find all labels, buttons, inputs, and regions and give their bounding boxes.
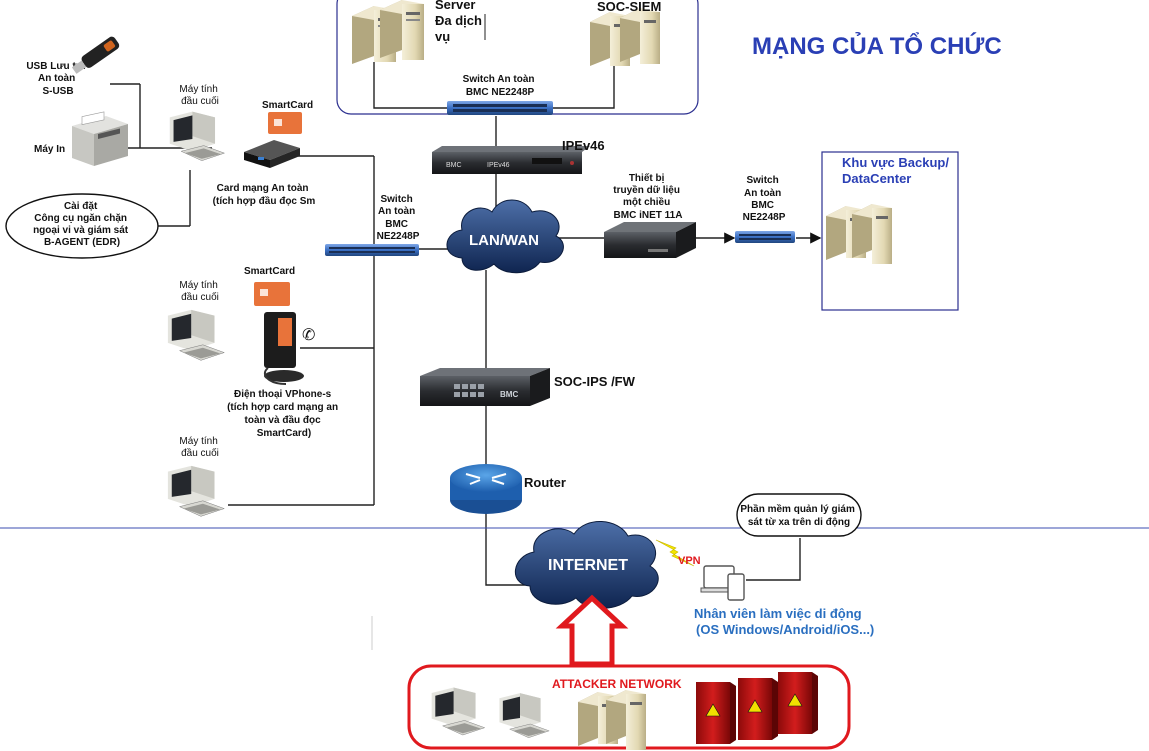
usb-label: USB Lưu trữ An toàn S-USB xyxy=(26,61,89,97)
router-label: Router xyxy=(524,475,566,490)
lanwan-label: LAN/WAN xyxy=(469,232,539,249)
server-icon xyxy=(352,0,424,64)
computer-icon xyxy=(169,111,225,162)
smartcard-icon xyxy=(254,282,290,306)
mobile-bubble-text: Phần mềm quản lý giám sát từ xa trên di … xyxy=(740,503,857,528)
server-label: Server Đa dịch vụ xyxy=(435,0,486,44)
card-reader-icon xyxy=(244,140,300,168)
endpoint1-label: Máy tính đầu cuối xyxy=(179,84,220,107)
printer-icon xyxy=(72,111,128,166)
agent-bubble xyxy=(5,193,159,259)
printer-label: Máy In xyxy=(34,144,65,155)
svg-text:IPEv46: IPEv46 xyxy=(487,162,510,169)
server-icon xyxy=(578,690,646,750)
svg-text:BMC: BMC xyxy=(500,390,518,399)
endpoint2-label: Máy tính đầu cuối xyxy=(179,280,220,303)
firewall-icon: BMC xyxy=(420,368,550,406)
vphone-icon xyxy=(263,312,304,385)
vphone-label: Điện thoại VPhone-s (tích hợp card mạng … xyxy=(227,389,341,439)
computer-icon xyxy=(167,309,225,361)
ipev46-device: BMC IPEv46 xyxy=(432,146,590,174)
computer-icon xyxy=(498,692,550,739)
backup-zone xyxy=(821,151,959,311)
cloud-icon xyxy=(446,199,564,274)
arrow-icon xyxy=(555,594,629,667)
soc-ips-label: SOC-IPS /FW xyxy=(554,374,636,389)
mobile-devices-icon xyxy=(700,565,745,601)
switch-icon xyxy=(447,101,553,115)
lightning-icon xyxy=(655,539,695,567)
card-reader-label: Card mạng An toàn (tích hợp đầu đọc Sm xyxy=(213,183,316,207)
smartcard2-label: SmartCard xyxy=(244,266,295,277)
internet-label: INTERNET xyxy=(548,557,628,574)
backup-zone-label: Khu vực Backup/ DataCenter xyxy=(842,155,953,186)
vpn-label: VPN xyxy=(678,555,701,567)
attacker-server-icon xyxy=(696,672,818,744)
computer-icon xyxy=(431,687,486,736)
server-icon xyxy=(590,8,660,66)
attacker-label: ATTACKER NETWORK xyxy=(552,677,682,691)
smartcard1-label: SmartCard xyxy=(262,100,313,111)
svg-text:BMC: BMC xyxy=(446,162,462,169)
ipev46-label: IPEv46 xyxy=(562,138,605,153)
access-switch-label: Switch An toàn BMC NE2248P xyxy=(377,194,420,242)
computer-icon xyxy=(167,465,225,517)
phone-icon: ✆ xyxy=(302,327,315,344)
router-icon xyxy=(450,464,522,514)
mobile-bubble xyxy=(736,493,862,537)
cloud-icon xyxy=(514,521,659,609)
data-diode-device xyxy=(604,222,696,258)
server-icon xyxy=(826,204,892,264)
smartcard-icon xyxy=(268,112,302,134)
soc-siem-label: SOC-SIEM xyxy=(597,0,661,14)
page-title: MẠNG CỦA TỔ CHỨC xyxy=(752,31,1002,60)
agent-bubble-text: Cài đặt Công cụ ngăn chặn ngoại vi và gi… xyxy=(33,201,131,248)
switch-icon xyxy=(735,231,795,243)
usb-icon xyxy=(71,36,120,74)
switch-icon xyxy=(325,244,419,256)
diode-label: Thiết bị truyền dữ liệu một chiều BMC iN… xyxy=(613,172,682,221)
mobile-worker-label: Nhân viên làm việc di động (OS Windows/A… xyxy=(694,606,874,637)
server-switch-label: Switch An toàn BMC NE2248P xyxy=(463,74,538,98)
endpoint3-label: Máy tính đầu cuối xyxy=(179,436,220,459)
backup-switch-label: Switch An toàn BMC NE2248P xyxy=(743,175,786,223)
